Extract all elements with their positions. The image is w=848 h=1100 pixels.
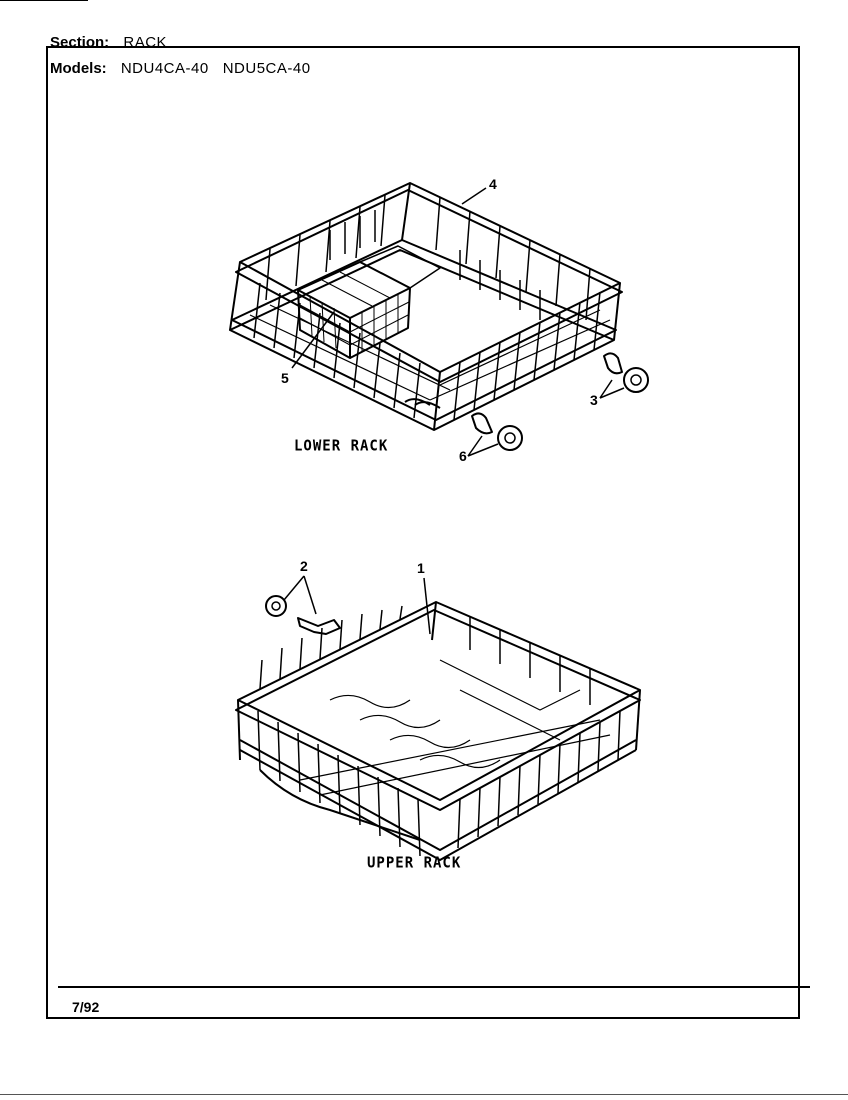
part-2-wheel	[265, 575, 341, 635]
footer-date: 7/92	[72, 999, 100, 1015]
upper-rack-caption: UPPER RACK	[367, 854, 462, 872]
section-label: Section:	[50, 34, 110, 51]
top-edge-line	[0, 0, 88, 1]
lower-rack-caption: LOWER RACK	[294, 437, 389, 455]
models-line: Models: NDU4CA-40 NDU5CA-40	[50, 60, 311, 77]
section-line: Section: RACK	[50, 34, 167, 51]
callout-1: 1	[417, 560, 425, 576]
section-value: RACK	[123, 34, 168, 51]
callout-5: 5	[281, 370, 289, 386]
page-frame	[46, 46, 800, 1019]
part-6-wheel	[467, 412, 523, 457]
models-label: Models:	[50, 60, 107, 77]
callout-3: 3	[590, 392, 598, 408]
upper-rack-drawing	[235, 601, 641, 861]
callout-4: 4	[489, 176, 497, 192]
footer-divider	[58, 986, 810, 988]
callout-6: 6	[459, 448, 467, 464]
models-value: NDU4CA-40 NDU5CA-40	[120, 60, 311, 77]
callout-2: 2	[300, 558, 308, 574]
lower-rack-drawing	[229, 182, 623, 431]
bottom-edge-line	[0, 1094, 848, 1095]
part-3-wheel	[599, 352, 649, 399]
